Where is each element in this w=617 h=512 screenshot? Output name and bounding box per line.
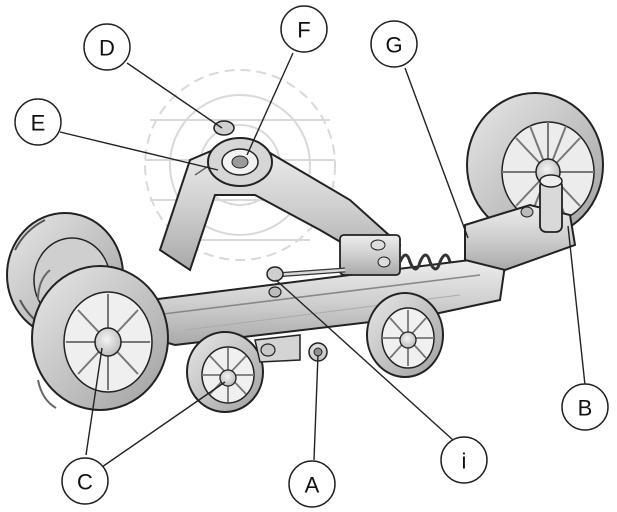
callout-f: F xyxy=(280,5,328,53)
callout-a-label: A xyxy=(305,473,320,498)
callout-e-label: E xyxy=(31,111,46,136)
top-bolt xyxy=(213,120,235,136)
callout-f-label: F xyxy=(297,18,310,43)
pivot-ring xyxy=(207,137,273,187)
callout-i: i xyxy=(440,436,488,484)
callout-d: D xyxy=(83,23,131,71)
small-wheel-right xyxy=(366,292,444,378)
small-wheel-left xyxy=(186,331,264,413)
shock-absorber xyxy=(339,234,452,276)
ghost-gear xyxy=(144,69,336,261)
callout-d-label: D xyxy=(99,36,115,61)
front-left-wheel xyxy=(31,265,169,411)
callout-a: A xyxy=(288,460,336,508)
callout-g: G xyxy=(370,20,418,68)
callout-c-label: C xyxy=(77,470,93,495)
right-wheel xyxy=(466,92,604,238)
callout-g-label: G xyxy=(385,33,402,58)
pivot-bolt xyxy=(254,334,328,363)
axle-housing xyxy=(464,174,577,272)
callout-e: E xyxy=(14,98,62,146)
callout-i-label: i xyxy=(462,449,467,474)
callout-b: B xyxy=(561,383,609,431)
tie-rod xyxy=(266,266,346,298)
callout-b-label: B xyxy=(578,396,593,421)
leader-lines xyxy=(59,52,586,468)
callout-c: C xyxy=(61,457,109,505)
